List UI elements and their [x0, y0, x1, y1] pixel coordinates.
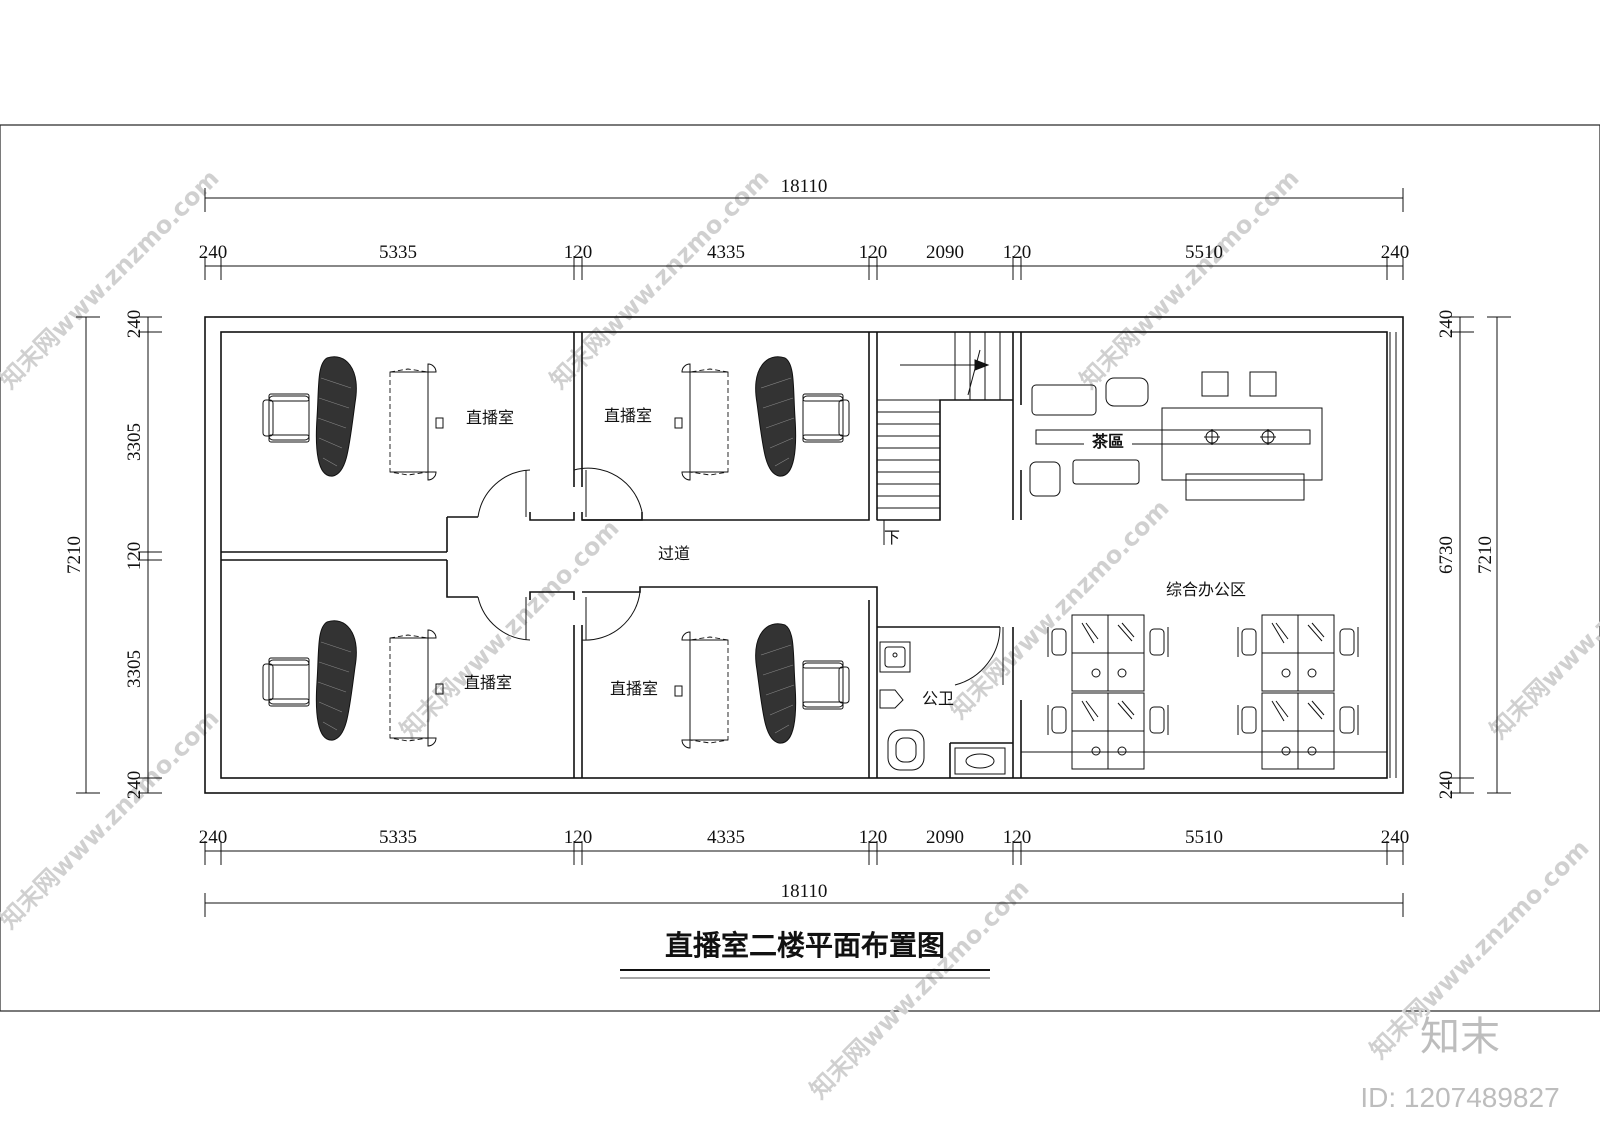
room-label-studio: 直播室: [464, 673, 512, 692]
watermark-text: 知末网www.znzmo.com: [544, 164, 774, 394]
watermark-text: 知末网www.znzmo.com: [1074, 164, 1304, 394]
room-label-studio: 直播室: [604, 406, 652, 425]
stair-down-label: 下: [884, 528, 900, 547]
top-dim-segment: 240: [199, 242, 228, 263]
left-dim-segment: 120: [124, 542, 145, 571]
top-dim-segment: 120: [859, 242, 888, 263]
right-dimensions: 240 6730 240 7210: [1436, 310, 1511, 800]
bottom-dim-segment: 5510: [1185, 827, 1223, 848]
watermark-text: 知末网www.znzmo.com: [1484, 514, 1600, 744]
bottom-dim-segment: 120: [859, 827, 888, 848]
bottom-total-dimension: 18110: [781, 881, 828, 902]
document-id: ID: 1207489827: [1360, 1082, 1559, 1113]
top-dim-segment: 120: [564, 242, 593, 263]
studio-top-mid: 直播室: [604, 356, 850, 481]
top-dim-segment: 5510: [1185, 242, 1223, 263]
walls: [204, 316, 1404, 794]
watermark-text: 知末网www.znzmo.com: [0, 704, 225, 934]
top-dim-segment: 2090: [926, 242, 964, 263]
studio-top-left: 直播室: [262, 356, 514, 481]
bottom-dimensions: 240 5335 120 4335 120 2090 120 5510 240 …: [199, 827, 1410, 917]
drawing-title: 直播室二楼平面布置图: [665, 929, 945, 962]
tea-area: 茶區: [1029, 371, 1323, 501]
room-label-office-area: 综合办公区: [1166, 580, 1246, 599]
sheet-border: [0, 124, 1600, 1012]
left-dimensions: 7210 240 3305 120 3305 240: [64, 310, 162, 800]
outer-wall: [204, 316, 1404, 794]
bottom-dim-segment: 2090: [926, 827, 964, 848]
room-label-restroom: 公卫: [922, 689, 954, 708]
left-total-dimension: 7210: [64, 536, 85, 574]
office-area: 综合办公区: [1047, 580, 1359, 770]
room-label-studio: 直播室: [466, 408, 514, 427]
drawing-title-block: 直播室二楼平面布置图: [620, 929, 990, 979]
brand-logo: 知末: [1420, 1014, 1500, 1060]
studio-bottom-mid: 直播室: [610, 623, 850, 749]
watermark-text: 知末网www.znzmo.com: [0, 164, 225, 394]
bottom-dim-segment: 120: [564, 827, 593, 848]
staircase: 下: [876, 332, 1001, 547]
top-dim-segment: 120: [1003, 242, 1032, 263]
top-dim-segment: 5335: [379, 242, 417, 263]
bottom-dim-segment: 5335: [379, 827, 417, 848]
top-dim-segment: 240: [1381, 242, 1410, 263]
room-label-studio: 直播室: [610, 679, 658, 698]
bottom-dim-segment: 120: [1003, 827, 1032, 848]
left-dim-segment: 240: [124, 771, 145, 800]
right-dim-segment: 240: [1436, 771, 1457, 800]
left-dim-segment: 240: [124, 310, 145, 339]
watermark-text: 知末网www.znzmo.com: [804, 874, 1034, 1104]
bottom-dim-segment: 240: [1381, 827, 1410, 848]
restroom: 公卫: [879, 641, 1006, 775]
watermark-text: 知末网www.znzmo.com: [394, 514, 624, 744]
inner-wall: [220, 331, 1388, 779]
watermark-layer: 知末网www.znzmo.com 知末网www.znzmo.com 知末网www…: [0, 164, 1600, 1104]
bottom-dim-segment: 240: [199, 827, 228, 848]
room-label-tea-area: 茶區: [1091, 432, 1124, 451]
left-dim-segment: 3305: [124, 650, 145, 688]
watermark-text: 知末网www.znzmo.com: [944, 494, 1174, 724]
studio-bottom-left: 直播室: [262, 620, 512, 747]
right-dim-segment: 240: [1436, 310, 1457, 339]
right-inner-dimension: 6730: [1436, 536, 1457, 574]
left-dim-segment: 3305: [124, 423, 145, 461]
top-dim-segment: 4335: [707, 242, 745, 263]
bottom-dim-segment: 4335: [707, 827, 745, 848]
room-label-corridor: 过道: [658, 544, 690, 563]
top-total-dimension: 18110: [781, 176, 828, 197]
top-dimensions: 18110 240 5335 120 4335 120 2090 120 551…: [199, 176, 1410, 280]
right-total-dimension: 7210: [1475, 536, 1496, 574]
